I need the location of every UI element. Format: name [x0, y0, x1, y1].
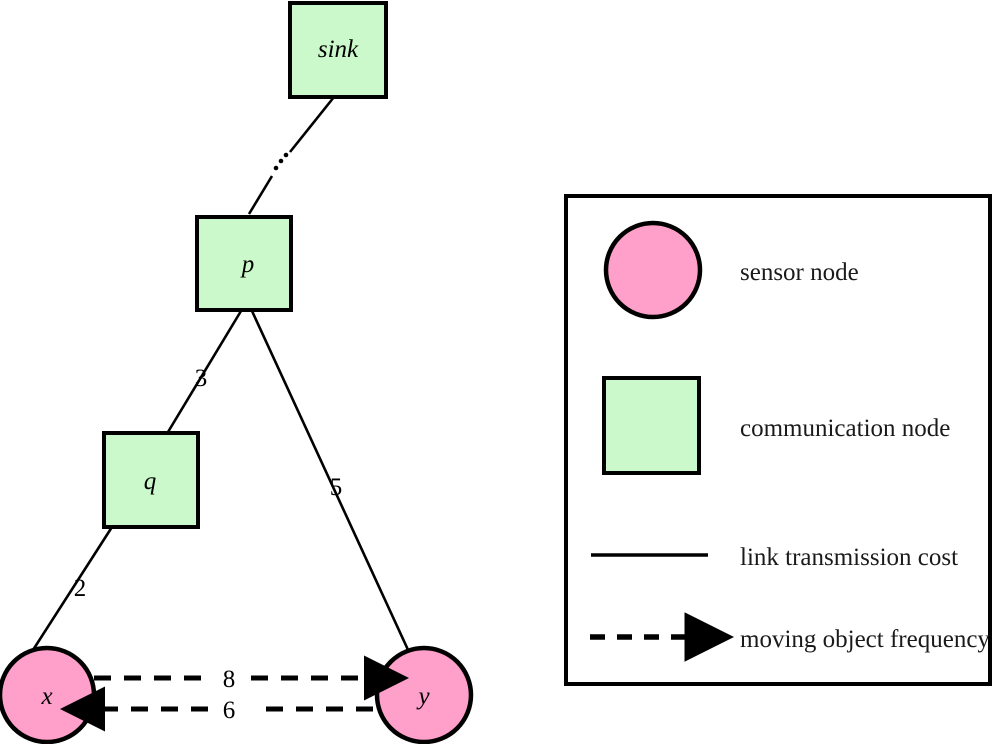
link-edges [31, 96, 411, 653]
edge-ellipsis-dot-3 [273, 165, 279, 171]
edge-ellipsis-dot-2 [278, 158, 284, 164]
edge-sink-p-upper [288, 96, 336, 153]
node-sink-label: sink [318, 36, 359, 63]
legend-label-communication-node: communication node [740, 415, 950, 442]
legend-label-link-transmission-cost: link transmission cost [740, 544, 958, 571]
legend-item-communication-node: communication node [602, 376, 950, 475]
edge-cost-p-y: 5 [330, 474, 343, 501]
node-p[interactable]: p [195, 215, 293, 312]
node-q-label: q [144, 468, 157, 495]
node-x[interactable]: x [0, 645, 97, 744]
node-p-label: p [240, 251, 255, 278]
legend: sensor node communication node link tran… [564, 194, 992, 686]
edge-q-x [31, 526, 114, 651]
legend-circle-icon [603, 220, 703, 320]
flow-frequency-x-to-y: 8 [223, 666, 236, 693]
legend-item-moving-object-frequency: moving object frequency [590, 612, 990, 662]
flow-arrows [60, 655, 409, 732]
legend-label-moving-object-frequency: moving object frequency [740, 626, 990, 653]
legend-item-link-transmission-cost: link transmission cost [591, 544, 958, 571]
edge-cost-q-x: 2 [74, 575, 87, 602]
node-x-label: x [40, 683, 52, 710]
node-p-shape[interactable] [195, 215, 293, 312]
node-y-label: y [415, 683, 430, 710]
legend-square-icon [602, 376, 701, 475]
node-q-shape[interactable] [102, 431, 200, 529]
edge-p-y [250, 310, 411, 653]
edge-p-q [166, 310, 243, 433]
node-sink[interactable]: sink [288, 1, 388, 99]
node-sink-shape[interactable] [288, 1, 388, 99]
edge-cost-p-q: 3 [195, 365, 208, 392]
legend-label-sensor-node: sensor node [740, 259, 859, 286]
edge-sink-p-lower [247, 175, 274, 215]
node-q[interactable]: q [102, 431, 200, 529]
flow-frequency-y-to-x: 6 [223, 697, 236, 724]
edge-ellipsis-dot-1 [283, 152, 289, 158]
legend-item-sensor-node: sensor node [603, 220, 859, 320]
node-y[interactable]: y [374, 645, 474, 744]
